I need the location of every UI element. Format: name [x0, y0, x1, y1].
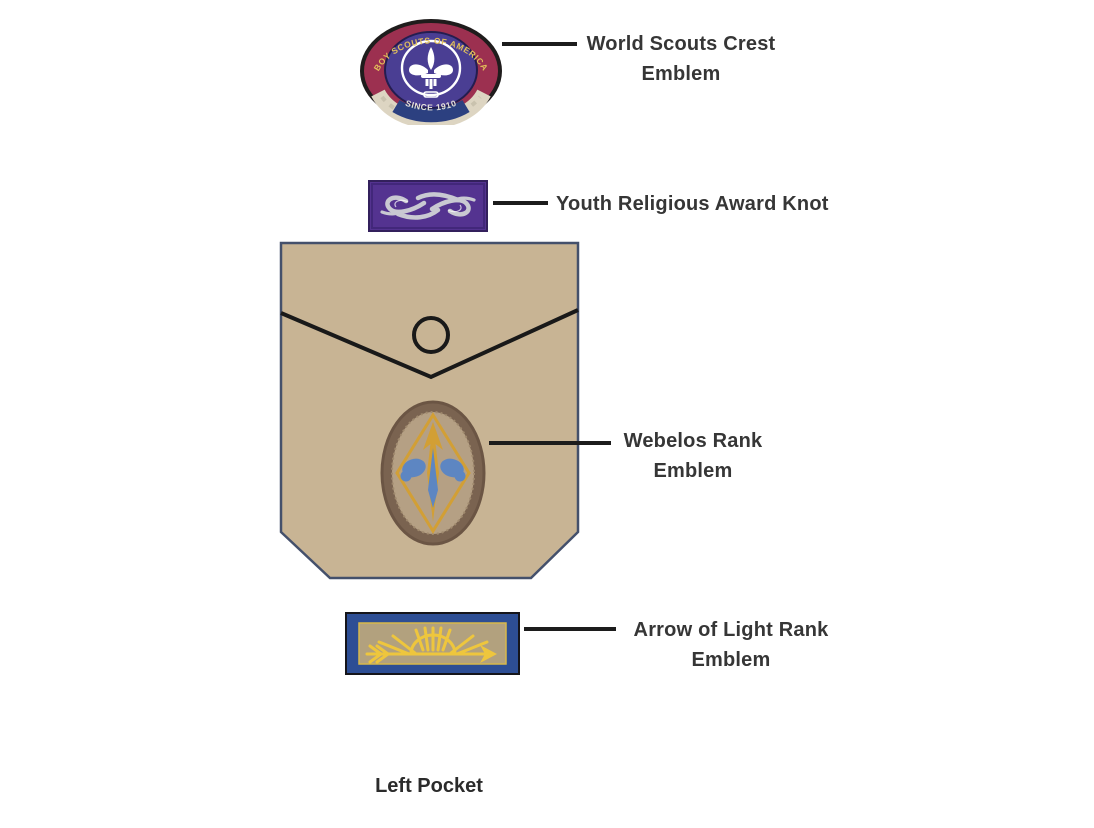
label-world-crest: World Scouts Crest Emblem [571, 29, 791, 89]
label-arrow-of-light-line2: Emblem [691, 649, 771, 671]
arrow-of-light-rank-emblem-icon [345, 612, 520, 675]
pocket-button-icon [412, 316, 450, 354]
label-religious-knot: Youth Religious Award Knot [556, 189, 876, 219]
world-scouts-crest-emblem-icon: BOY SCOUTS OF AMERICA SINCE 1910 [360, 19, 502, 125]
leader-line-webelos [489, 441, 611, 445]
pocket-flap-stitch [280, 308, 579, 380]
label-world-crest-line2: Emblem [641, 63, 721, 85]
webelos-fleur-icon [400, 448, 466, 508]
label-arrow-of-light-line1: Arrow of Light Rank [633, 619, 829, 641]
label-webelos: Webelos Rank Emblem [593, 426, 793, 486]
leader-line-world-crest [502, 42, 577, 46]
arrow-of-light-arrow [365, 626, 493, 664]
label-webelos-line2: Emblem [653, 460, 733, 482]
label-world-crest-line1: World Scouts Crest [586, 33, 776, 55]
diagram-caption: Left Pocket [375, 775, 483, 797]
youth-religious-award-knot-icon [368, 180, 488, 232]
label-religious-knot-line1: Youth Religious Award Knot [556, 193, 829, 215]
webelos-rank-emblem-icon [380, 400, 486, 546]
leader-line-arrow-of-light [524, 627, 616, 631]
label-arrow-of-light: Arrow of Light Rank Emblem [611, 615, 851, 675]
crest-banner-text: SINCE 1910 [404, 98, 457, 113]
leader-line-religious-knot [493, 201, 548, 205]
label-webelos-line1: Webelos Rank [623, 430, 763, 452]
svg-text:SINCE 1910: SINCE 1910 [404, 98, 458, 113]
fleur-de-lis-icon [409, 47, 453, 98]
